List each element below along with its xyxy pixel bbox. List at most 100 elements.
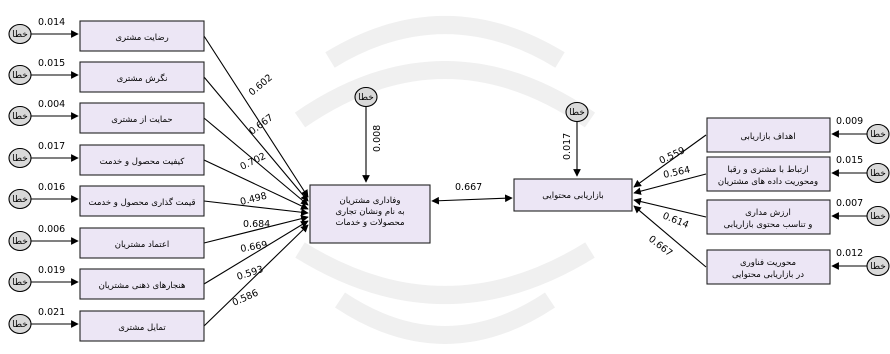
indicator-label-left: نگرش مشتری bbox=[117, 73, 168, 84]
indicator-error-circle-left bbox=[8, 313, 32, 335]
loading-coef-left: 0.498 bbox=[239, 191, 268, 208]
indicator-error-circle-left-label: خطا bbox=[12, 112, 28, 122]
indicator-error-circle-right bbox=[866, 123, 890, 145]
loading-coef-left: 0.593 bbox=[236, 264, 265, 283]
indicator-error-circle-left-label: خطا bbox=[12, 30, 28, 40]
loading-coef-left: 0.667 bbox=[247, 112, 275, 137]
content-error-circle-label: خطا bbox=[569, 108, 585, 118]
indicator-error-value-left: 0.015 bbox=[38, 58, 65, 69]
indicator-error-circle-left bbox=[8, 64, 32, 86]
indicator-error-circle-left-label: خطا bbox=[12, 320, 28, 330]
watermark bbox=[294, 16, 596, 344]
indicator-box-right bbox=[706, 199, 831, 235]
indicator-error-circle-left-label: خطا bbox=[12, 71, 28, 81]
indicator-error-value-left: 0.006 bbox=[38, 224, 65, 235]
indicator-label-left: رضایت مشتری bbox=[115, 33, 168, 43]
latent-content-marketing-label: بازاریابی محتوایی bbox=[542, 191, 603, 201]
indicator-box-right bbox=[706, 117, 831, 153]
indicator-box-left bbox=[79, 61, 205, 93]
indicator-label-right: ومحوریت داده های مشتریان bbox=[718, 177, 818, 187]
content-error-value: 0.017 bbox=[562, 133, 573, 160]
loading-coef-left: 0.602 bbox=[247, 72, 275, 98]
indicator-box-left bbox=[79, 268, 205, 300]
indicator-error-circle-left bbox=[8, 230, 32, 252]
indicator-box-left bbox=[79, 102, 205, 134]
indicator-error-value-left: 0.014 bbox=[38, 17, 65, 28]
indicator-error-circle-left-label: خطا bbox=[12, 154, 28, 164]
loyalty-error-circle-label: خطا bbox=[358, 93, 374, 103]
indicator-label-left: حمایت از مشتری bbox=[111, 115, 172, 125]
loyalty-error-value: 0.008 bbox=[372, 125, 383, 152]
indicator-box-left bbox=[79, 310, 205, 342]
content-error-circle bbox=[565, 101, 589, 123]
latent-content-marketing-box bbox=[513, 178, 633, 212]
indicator-label-right: اهداف بازاریابی bbox=[740, 132, 795, 142]
indicator-error-circle-left-label: خطا bbox=[12, 195, 28, 205]
indicator-error-circle-right bbox=[866, 255, 890, 277]
structural-link-arrow bbox=[431, 194, 513, 205]
indicator-label-right: در بازاریابی محتوایی bbox=[732, 270, 804, 280]
loading-coef-right: 0.614 bbox=[661, 211, 690, 231]
indicator-error-value-left: 0.016 bbox=[38, 182, 65, 193]
loading-arrow-right bbox=[633, 197, 707, 218]
indicator-error-circle-right bbox=[866, 205, 890, 227]
indicator-error-value-left: 0.021 bbox=[38, 307, 65, 318]
indicator-error-circle-right-label: خطا bbox=[870, 169, 886, 179]
indicator-label-left: قیمت گذاری محصول و خدمت bbox=[88, 197, 195, 208]
loading-arrow-right bbox=[633, 205, 707, 268]
indicator-error-circle-left bbox=[8, 23, 32, 45]
loading-arrow-left bbox=[203, 200, 309, 217]
indicator-error-value-left: 0.019 bbox=[38, 265, 65, 276]
loading-arrow-left bbox=[203, 224, 309, 327]
indicator-label-left: هنجارهای ذهنی مشتریان bbox=[99, 281, 186, 291]
indicator-box-left bbox=[79, 20, 205, 52]
loading-arrow-left bbox=[203, 214, 309, 244]
loading-arrow-left bbox=[203, 117, 309, 206]
indicator-error-circle-right-label: خطا bbox=[870, 130, 886, 140]
indicator-label-right: ارتباط با مشتری و رقبا bbox=[727, 165, 808, 175]
latent-loyalty-box bbox=[309, 184, 431, 244]
indicator-label-right: و تناسب محتوی بازاریابی bbox=[724, 220, 813, 230]
loading-coef-left: 0.669 bbox=[240, 239, 269, 255]
loading-arrow-left bbox=[203, 220, 309, 285]
indicator-box-left bbox=[79, 227, 205, 259]
loading-coef-left: 0.586 bbox=[231, 288, 260, 309]
loading-arrow-left bbox=[203, 76, 309, 202]
indicator-error-value-left: 0.017 bbox=[38, 141, 65, 152]
indicator-box-left bbox=[79, 144, 205, 176]
indicator-box-left bbox=[79, 185, 205, 217]
indicator-error-circle-left bbox=[8, 271, 32, 293]
indicator-error-circle-right-label: خطا bbox=[870, 262, 886, 272]
indicator-label-right: محوریت فناوری bbox=[740, 258, 796, 268]
indicator-error-circle-left bbox=[8, 105, 32, 127]
indicator-label-right: ارزش مداری bbox=[745, 208, 791, 218]
indicator-error-circle-left bbox=[8, 147, 32, 169]
loading-coef-right: 0.667 bbox=[646, 234, 674, 259]
loading-coef-left: 0.702 bbox=[238, 151, 267, 173]
indicator-error-value-right: 0.015 bbox=[836, 155, 863, 166]
loading-coef-right: 0.559 bbox=[658, 145, 687, 166]
indicator-box-right bbox=[706, 156, 831, 192]
latent-loyalty-label-line: وفاداری مشتریان bbox=[340, 196, 401, 206]
indicator-error-value-right: 0.012 bbox=[836, 248, 863, 259]
latent-loyalty-label-line: به نام ونشان تجاری bbox=[335, 207, 404, 217]
loading-arrow-left bbox=[203, 35, 309, 198]
indicator-error-circle-right-label: خطا bbox=[870, 212, 886, 222]
loyalty-error-circle bbox=[354, 86, 378, 108]
structural-link-coef: 0.667 bbox=[455, 182, 482, 193]
indicator-error-circle-right bbox=[866, 162, 890, 184]
loading-coef-left: 0.684 bbox=[243, 219, 270, 230]
loading-arrow-right bbox=[633, 134, 707, 188]
indicator-error-circle-left-label: خطا bbox=[12, 278, 28, 288]
latent-loyalty-label-line: محصولات و خدمات bbox=[335, 218, 404, 228]
indicator-error-circle-left bbox=[8, 188, 32, 210]
indicator-error-value-right: 0.009 bbox=[836, 116, 863, 127]
indicator-label-left: کیفیت محصول و خدمت bbox=[100, 157, 186, 167]
indicator-error-value-right: 0.007 bbox=[836, 198, 863, 209]
indicator-box-right bbox=[706, 249, 831, 285]
indicator-error-value-left: 0.004 bbox=[38, 99, 65, 110]
loading-arrow-right bbox=[633, 173, 707, 195]
indicator-label-left: اعتماد مشتریان bbox=[115, 240, 170, 250]
loading-arrow-left bbox=[203, 159, 309, 210]
